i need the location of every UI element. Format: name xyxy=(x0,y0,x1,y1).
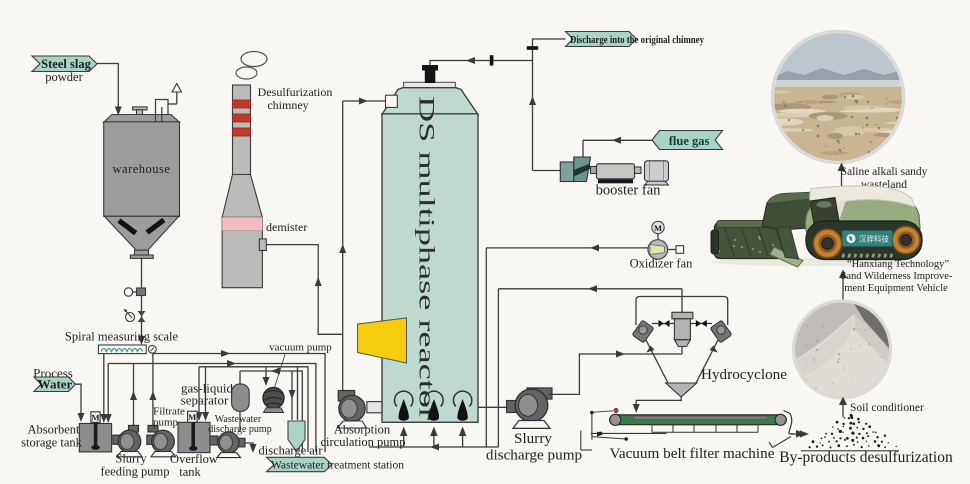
svg-text:By-products desulfurization: By-products desulfurization xyxy=(779,449,953,466)
svg-text:“Hanxiang Technology”: “Hanxiang Technology” xyxy=(847,259,949,270)
svg-text:ment Equipment Vehicle: ment Equipment Vehicle xyxy=(844,283,948,294)
svg-text:汉骅科技: 汉骅科技 xyxy=(859,234,889,244)
svg-text:DS multiphase reactor: DS multiphase reactor xyxy=(415,96,440,421)
svg-text:vacuum pump: vacuum pump xyxy=(269,342,332,354)
svg-text:Steel slag: Steel slag xyxy=(41,57,91,71)
svg-text:powder: powder xyxy=(45,70,83,84)
svg-text:circulation pump: circulation pump xyxy=(320,435,405,449)
svg-text:pump: pump xyxy=(153,417,179,429)
svg-text:Sand Wilderness Improve-: Sand Wilderness Improve- xyxy=(841,271,953,282)
svg-text:demister: demister xyxy=(266,220,307,234)
svg-text:Slurry: Slurry xyxy=(115,452,147,466)
svg-text:Vacuum belt filter machine: Vacuum belt filter machine xyxy=(610,445,775,462)
svg-text:booster fan: booster fan xyxy=(596,183,662,199)
svg-text:Saline alkali sandy: Saline alkali sandy xyxy=(841,166,928,178)
svg-text:Spiral measuring scale: Spiral measuring scale xyxy=(65,330,179,344)
svg-text:warehouse: warehouse xyxy=(113,162,171,176)
svg-text:M: M xyxy=(654,223,662,233)
svg-text:Desulfurization: Desulfurization xyxy=(258,85,333,99)
svg-text:Wastewater treatment station: Wastewater treatment station xyxy=(271,458,404,472)
svg-text:Absorption: Absorption xyxy=(334,423,391,437)
svg-text:gas-liquid: gas-liquid xyxy=(181,381,233,396)
svg-text:tank: tank xyxy=(179,465,201,479)
svg-text:Wastewater: Wastewater xyxy=(215,414,262,425)
svg-text:discharge pump: discharge pump xyxy=(486,447,582,464)
svg-text:Water: Water xyxy=(38,377,73,392)
svg-text:Discharge into the original ch: Discharge into the original chimney xyxy=(570,35,705,46)
svg-text:Slurry: Slurry xyxy=(514,430,552,447)
svg-text:Soil conditioner: Soil conditioner xyxy=(850,402,924,414)
svg-text:chimney: chimney xyxy=(267,98,308,112)
svg-text:Absorbent: Absorbent xyxy=(27,423,80,437)
svg-text:discharge air: discharge air xyxy=(259,444,324,458)
svg-text:storage tank: storage tank xyxy=(21,436,82,450)
svg-text:M: M xyxy=(188,412,196,422)
svg-text:Filtrate: Filtrate xyxy=(153,406,185,418)
svg-text:feeding pump: feeding pump xyxy=(100,465,169,479)
svg-text:Hydrocyclone: Hydrocyclone xyxy=(701,366,787,383)
svg-text:flue gas: flue gas xyxy=(669,134,710,148)
svg-text:Overflow: Overflow xyxy=(170,452,218,466)
svg-text:M: M xyxy=(91,412,99,422)
svg-text:separator: separator xyxy=(181,393,229,408)
svg-text:Oxidizer fan: Oxidizer fan xyxy=(630,257,694,271)
